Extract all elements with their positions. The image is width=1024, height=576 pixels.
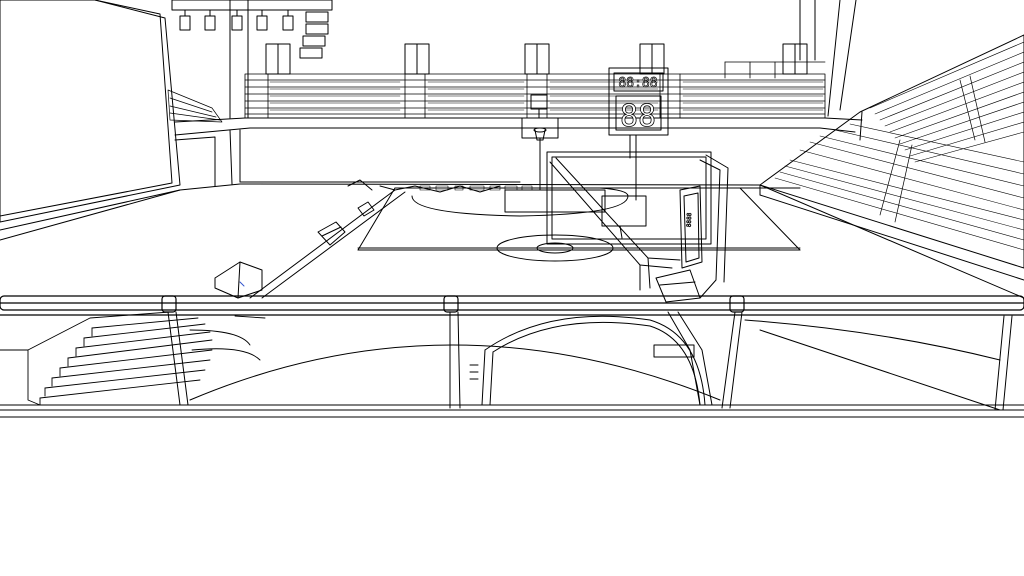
shot-clock-digits: 8888 [686, 212, 694, 227]
hoop-stanchion [469, 311, 713, 406]
court-edge [249, 189, 406, 299]
projection-screen [0, 0, 181, 231]
courtside-bench [317, 201, 375, 246]
spotlight-icon [256, 9, 268, 31]
back-wall [229, 0, 857, 119]
spotlight-icon [179, 9, 191, 31]
hoop-support-arm [549, 154, 729, 299]
far-hoop [521, 94, 559, 191]
court-markings [347, 179, 629, 262]
spotlight-icon [204, 9, 216, 31]
door-icon [265, 43, 291, 75]
hoop-base [655, 269, 701, 303]
floor-monitor-icon [214, 261, 263, 299]
left-stand [167, 89, 223, 123]
court-logo-band [419, 185, 533, 191]
back-seat-rows [269, 81, 824, 111]
scoreboard-top-digits: 88:88 [618, 76, 657, 91]
spotlight-icon [231, 9, 243, 31]
concourse-wall [174, 117, 863, 187]
door-icon [524, 43, 550, 75]
light-rig [171, 0, 333, 59]
court-floor [0, 183, 1024, 299]
door-icon [782, 43, 808, 75]
spotlight-icon [282, 9, 294, 31]
door-icon [639, 43, 665, 75]
glass-barrier [0, 315, 1024, 418]
right-seat-rows [774, 41, 1024, 251]
back-stands [244, 61, 826, 119]
scoreboard: 88:88 88 [608, 67, 669, 201]
speaker-array-icon [299, 11, 329, 59]
scoreboard-bottom-digits: 88 [620, 99, 656, 134]
right-stand-aisles [879, 75, 986, 223]
shot-clock: 8888 [679, 185, 703, 269]
near-backboard [546, 151, 712, 245]
door-icon [404, 43, 430, 75]
entrance-doors [265, 43, 808, 75]
balcony-railing[interactable] [0, 295, 1024, 316]
right-grandstand [759, 34, 1024, 281]
lower-stairs [0, 311, 266, 406]
railing-posts [167, 311, 1013, 411]
